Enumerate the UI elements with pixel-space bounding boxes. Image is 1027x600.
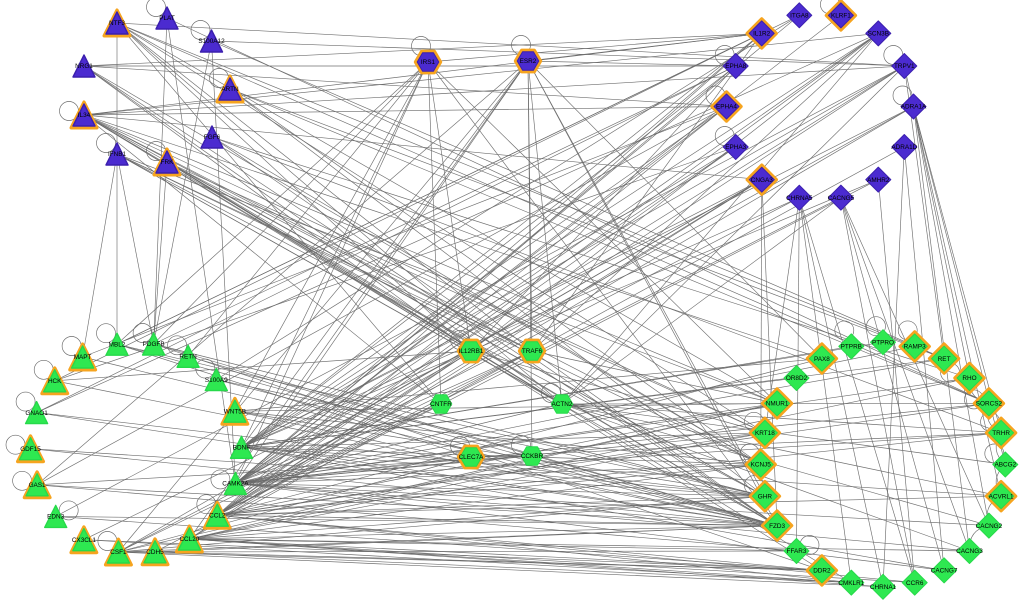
svg-text:SCN3B: SCN3B [868, 31, 889, 38]
svg-text:CNTFR: CNTFR [430, 401, 452, 408]
svg-text:OR8D2: OR8D2 [786, 375, 808, 382]
svg-text:RHO: RHO [962, 375, 976, 382]
svg-text:FZD3: FZD3 [769, 523, 785, 530]
svg-text:TRAF6: TRAF6 [522, 348, 543, 355]
svg-text:FRK: FRK [161, 159, 175, 166]
svg-text:PAX8: PAX8 [814, 356, 830, 363]
svg-text:CSF1: CSF1 [110, 549, 127, 556]
svg-text:ADRA1D: ADRA1D [891, 144, 917, 151]
svg-text:CACNG5: CACNG5 [828, 195, 855, 202]
svg-text:PLAT: PLAT [159, 15, 175, 22]
svg-text:CACNG3: CACNG3 [956, 548, 983, 555]
svg-text:GDF15: GDF15 [20, 446, 41, 453]
svg-text:KCNJ5: KCNJ5 [751, 462, 772, 469]
svg-text:PTPRO: PTPRO [872, 339, 894, 346]
svg-text:CHRNA1: CHRNA1 [870, 584, 897, 591]
svg-text:GHR: GHR [758, 493, 773, 500]
svg-text:CCL2: CCL2 [209, 512, 226, 519]
svg-text:FFAR3: FFAR3 [787, 548, 807, 555]
svg-text:CHRNA5: CHRNA5 [786, 195, 813, 202]
svg-text:IRS1: IRS1 [421, 59, 436, 66]
svg-text:NMUR1: NMUR1 [766, 401, 789, 408]
svg-text:GNAO1: GNAO1 [25, 410, 48, 417]
svg-text:BDNF: BDNF [233, 445, 250, 452]
svg-text:MAPT: MAPT [74, 354, 92, 361]
svg-text:AMHR2: AMHR2 [867, 177, 890, 184]
svg-text:RETN: RETN [179, 354, 197, 361]
svg-text:ADRA1A: ADRA1A [901, 104, 927, 111]
svg-text:CCKBR: CCKBR [521, 453, 544, 460]
svg-text:TRHR: TRHR [992, 430, 1010, 437]
svg-text:RET: RET [938, 356, 951, 363]
svg-text:EPHA4: EPHA4 [716, 104, 737, 111]
svg-text:IFNB1: IFNB1 [108, 151, 127, 158]
svg-text:PTPRB: PTPRB [841, 344, 862, 351]
svg-text:CLEC7A: CLEC7A [459, 454, 485, 461]
svg-text:ARTN: ARTN [221, 86, 239, 93]
svg-text:KRT18: KRT18 [755, 430, 775, 437]
svg-text:IL34: IL34 [78, 112, 91, 119]
svg-text:S100A12: S100A12 [198, 38, 225, 45]
svg-text:NRG1: NRG1 [75, 63, 93, 70]
svg-text:GAS1: GAS1 [29, 482, 46, 489]
svg-text:EPHA3: EPHA3 [725, 144, 746, 151]
svg-text:EDN3: EDN3 [47, 514, 64, 521]
svg-text:MBL2: MBL2 [109, 341, 126, 348]
svg-text:ABCG2: ABCG2 [994, 462, 1016, 469]
svg-text:ITGA8: ITGA8 [790, 13, 809, 20]
svg-text:HCK: HCK [48, 378, 62, 385]
svg-text:CACNG7: CACNG7 [931, 568, 958, 575]
svg-text:WNT5B: WNT5B [224, 408, 246, 415]
svg-text:KLRF1: KLRF1 [831, 13, 851, 20]
svg-text:IL12RB1: IL12RB1 [459, 348, 484, 355]
svg-text:CMKLR1: CMKLR1 [838, 580, 864, 587]
svg-text:ACVRL1: ACVRL1 [989, 493, 1014, 500]
svg-text:CNGA3: CNGA3 [751, 177, 773, 184]
svg-text:PDGFB: PDGFB [143, 341, 165, 348]
svg-text:CAMK2A: CAMK2A [222, 481, 249, 488]
svg-text:SORCS2: SORCS2 [976, 401, 1003, 408]
svg-text:CCR6: CCR6 [906, 580, 924, 587]
svg-text:ACTN2: ACTN2 [552, 401, 573, 408]
svg-text:NTF3: NTF3 [109, 20, 125, 27]
svg-text:TRPV1: TRPV1 [894, 63, 915, 70]
svg-text:EPHA8: EPHA8 [725, 63, 746, 70]
svg-text:S100A9: S100A9 [205, 377, 228, 384]
svg-text:CCL20: CCL20 [179, 536, 199, 543]
svg-text:CX3CL1: CX3CL1 [72, 537, 97, 544]
svg-text:CDH5: CDH5 [146, 549, 164, 556]
svg-text:CACNG2: CACNG2 [976, 523, 1003, 530]
svg-text:ESR2: ESR2 [520, 58, 537, 65]
svg-text:DDR2: DDR2 [813, 568, 831, 575]
svg-text:FGF6: FGF6 [204, 134, 221, 141]
svg-text:IL1R2: IL1R2 [753, 31, 770, 38]
svg-text:RAMP3: RAMP3 [904, 344, 926, 351]
